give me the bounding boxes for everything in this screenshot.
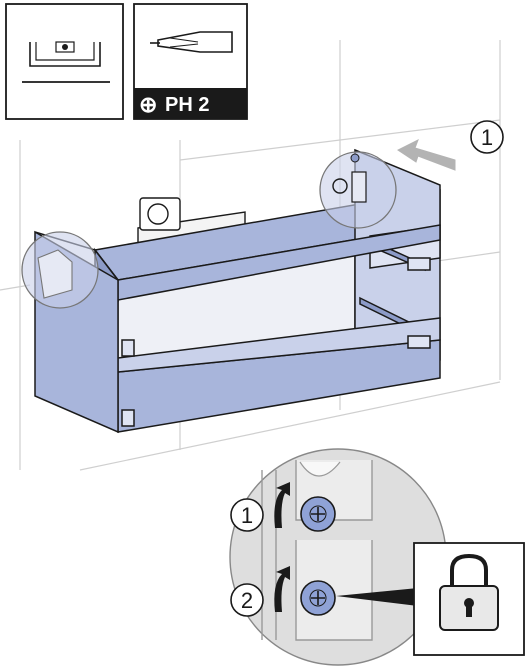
drive-symbol: ⊕ (139, 92, 157, 117)
rotate-arrow-upper (274, 482, 290, 528)
mounting-clip (121, 409, 135, 427)
detail-step-2-marker: 2 (230, 583, 264, 617)
adjustment-screw-lower (300, 580, 336, 616)
phillips-screwdriver-icon (150, 31, 233, 53)
push-step-number: 1 (481, 125, 493, 150)
bracket-magnifier-left (21, 231, 99, 309)
mounting-clip (121, 339, 135, 357)
adjustment-screw-upper (300, 496, 336, 532)
ph2-label-background (134, 88, 247, 119)
lock-callout-box (413, 542, 525, 656)
screwdriver-tool-box: ⊕ PH 2 (133, 3, 248, 120)
mounting-clip (407, 335, 431, 349)
lock-callout-leader (336, 588, 418, 606)
detail-step-1-marker: 1 (230, 498, 264, 532)
mounting-clip (407, 257, 431, 271)
pipe-outlet (139, 197, 181, 231)
push-arrow-icon (397, 138, 456, 171)
drive-size-label: PH 2 (165, 94, 209, 116)
screw-adjustment-detail: 1 2 (229, 448, 447, 666)
spirit-level-icon (5, 3, 124, 120)
padlock-icon (439, 553, 499, 631)
push-step-marker: 1 (470, 120, 504, 154)
detail-step-1-number: 1 (241, 503, 253, 528)
bracket-magnifier-right (319, 151, 397, 229)
detail-step-2-number: 2 (241, 588, 253, 613)
rotate-arrow-lower (274, 566, 290, 612)
